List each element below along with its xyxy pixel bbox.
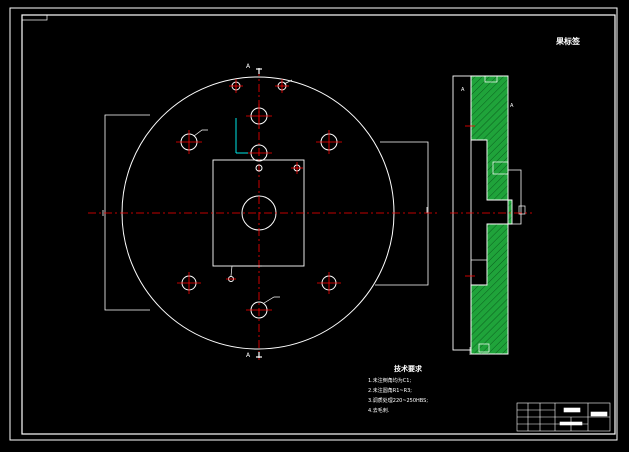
side-section-view [450,75,532,355]
sheet-outer-border [9,7,618,441]
technical-requirements-title: 技术要求 [394,365,422,373]
outer-frame-outline [102,114,429,311]
leader-lines [193,79,293,304]
technical-requirement-item: 3.调质处理220~250HBS; [368,398,429,404]
title-block [516,402,611,432]
top-left-tag [21,14,48,21]
highlight-marker [235,118,248,154]
side-view-label: A [461,87,465,93]
technical-requirement-item: 1.未注倒角均为C1; [368,378,412,384]
sheet-inner-border [21,14,616,435]
technical-requirement-item: 2.未注圆角R1~R3; [368,388,412,394]
hole-crosshairs [176,79,342,311]
central-pocket [212,159,305,267]
corner-label: 果标签 [556,37,580,46]
side-view-label: A [510,103,514,109]
plate-outline [121,76,395,350]
technical-requirement-item: 4.去毛刺. [368,408,390,414]
technical-requirements: 技术要求 1.未注倒角均为C1; 2.未注圆角R1~R3; 3.调质处理220~… [368,364,428,417]
section-mark-top: A [246,63,251,70]
section-mark-bottom: A [246,352,251,359]
section-cut-marks [256,68,262,358]
